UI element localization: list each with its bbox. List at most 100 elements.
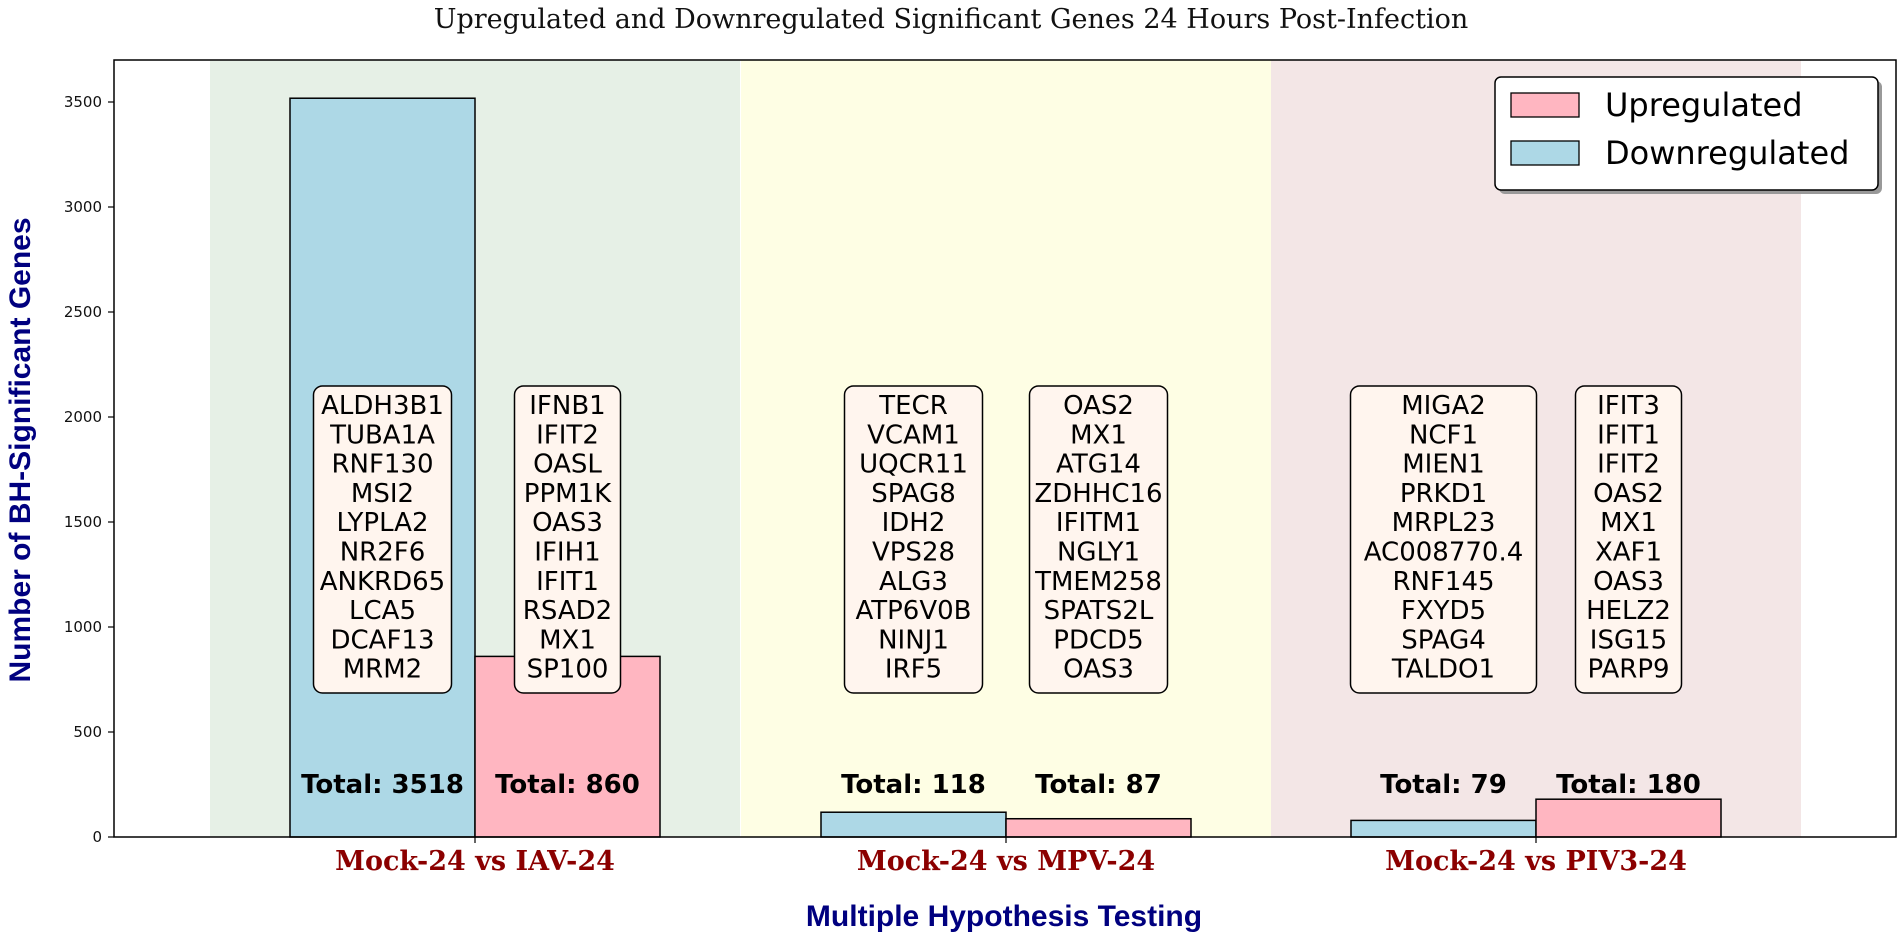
gene-list-box [843, 385, 984, 694]
bar-downregulated [820, 811, 1007, 838]
x-category-label: Mock-24 vs MPV-24 [857, 846, 1155, 877]
gene-label: PARP9 [1587, 655, 1669, 685]
gene-list-box [312, 385, 453, 694]
gene-label: VCAM1 [867, 420, 960, 450]
legend-label: Upregulated [1605, 86, 1803, 124]
gene-list-box [1028, 385, 1169, 694]
gene-label: PRKD1 [1400, 479, 1487, 509]
bar-upregulated [1535, 798, 1722, 838]
gene-list-box [1574, 385, 1683, 694]
gene-label: ATP6V0B [855, 596, 971, 626]
gene-label: OAS3 [1593, 567, 1664, 597]
x-axis: Mock-24 vs IAV-24 Mock-24 vs MPV-24 Mock-2… [335, 837, 1687, 877]
gene-label: SPATS2L [1044, 596, 1154, 626]
gene-label: NCF1 [1409, 420, 1478, 450]
gene-label: ISG15 [1590, 625, 1667, 655]
gene-label: DCAF13 [331, 625, 435, 655]
total-label: Total: 118 [841, 770, 986, 800]
gene-label: TUBA1A [329, 420, 435, 450]
total-label: Total: 860 [495, 770, 640, 800]
bar-downregulated [1350, 819, 1537, 838]
gene-label: MRPL23 [1392, 508, 1496, 538]
gene-label: AC008770.4 [1364, 538, 1524, 568]
gene-label: NR2F6 [340, 538, 426, 568]
gene-label: OAS3 [1063, 655, 1134, 685]
gene-label: VPS28 [872, 538, 955, 568]
gene-label: PPM1K [524, 479, 612, 509]
legend-box [1494, 76, 1879, 191]
x-category-label: Mock-24 vs PIV3-24 [1385, 846, 1687, 877]
gene-label: IFIT2 [1597, 450, 1660, 480]
gene-list-box [513, 385, 622, 694]
gene-label: LYPLA2 [336, 508, 428, 538]
gene-label: IFIT3 [1597, 391, 1660, 421]
gene-label: RNF130 [331, 450, 433, 480]
gene-label: MX1 [1600, 508, 1657, 538]
gene-label: LCA5 [349, 596, 416, 626]
gene-label: ZDHHC16 [1034, 479, 1162, 509]
gene-label: IFIT1 [536, 567, 599, 597]
gene-label: IFIT1 [1597, 420, 1660, 450]
gene-label: IFIH1 [534, 538, 600, 568]
total-label: Total: 180 [1556, 770, 1701, 800]
y-tick-label: 0 [92, 828, 102, 846]
gene-label: NINJ1 [878, 625, 949, 655]
gene-label: HELZ2 [1586, 596, 1671, 626]
gene-label: MX1 [539, 625, 596, 655]
plot-frame [113, 59, 1897, 838]
gene-label: FXYD5 [1401, 596, 1486, 626]
gene-label: ANKRD65 [320, 567, 445, 597]
gene-label: RSAD2 [523, 596, 612, 626]
y-tick-label: 2500 [64, 303, 102, 321]
gene-label: NGLY1 [1057, 538, 1140, 568]
gene-label: OAS3 [532, 508, 603, 538]
gene-label: OAS2 [1593, 479, 1664, 509]
gene-label: OAS2 [1063, 391, 1134, 421]
gene-label: XAF1 [1595, 538, 1662, 568]
gene-label: SPAG4 [1401, 625, 1486, 655]
gene-label: MX1 [1070, 420, 1127, 450]
y-tick-label: 3000 [64, 198, 102, 216]
total-label: Total: 3518 [301, 770, 464, 800]
gene-label: TALDO1 [1391, 655, 1495, 685]
y-tick-label: 3500 [64, 93, 102, 111]
x-axis-label: Multiple Hypothesis Testing [806, 900, 1202, 933]
gene-label: IFITM1 [1056, 508, 1141, 538]
y-tick-label: 500 [73, 723, 102, 741]
gene-label: IRF5 [885, 655, 942, 685]
y-tick-label: 1000 [64, 618, 102, 636]
gene-label: MIEN1 [1402, 450, 1485, 480]
gene-label: ALG3 [879, 567, 948, 597]
gene-label: ALDH3B1 [321, 391, 444, 421]
gene-label: MRM2 [343, 655, 422, 685]
legend-swatch [1510, 140, 1580, 166]
y-tick-label: 2000 [64, 408, 102, 426]
gene-label: OASL [533, 450, 602, 480]
chart-title: Upregulated and Downregulated Significan… [434, 4, 1469, 35]
category-background [741, 60, 1271, 837]
total-labels: Total: 3518 Total: 118 Total: 79 Total: 860… [301, 770, 1701, 800]
gene-label: IFIT2 [536, 420, 599, 450]
gene-label: SP100 [527, 655, 609, 685]
y-tick-label: 1500 [64, 513, 102, 531]
gene-label: PDCD5 [1053, 625, 1143, 655]
gene-label: MIGA2 [1401, 391, 1486, 421]
bar-upregulated [1005, 817, 1192, 838]
gene-boxes: ALDH3B1TUBA1ARNF130MSI2LYPLA2NR2F6ANKRD6… [312, 385, 1683, 694]
x-category-label: Mock-24 vs IAV-24 [335, 846, 615, 877]
gene-label: ATG14 [1056, 450, 1141, 480]
gene-label: TECR [878, 391, 948, 421]
gene-label: RNF145 [1392, 567, 1494, 597]
legend-label: Downregulated [1605, 134, 1849, 172]
legend-swatch [1510, 92, 1580, 118]
gene-label: TMEM258 [1034, 567, 1162, 597]
total-label: Total: 79 [1380, 770, 1507, 800]
gene-label: SPAG8 [871, 479, 956, 509]
y-axis-label: Number of BH-Significant Genes [4, 217, 37, 682]
gene-label: IDH2 [882, 508, 946, 538]
gene-label: IFNB1 [529, 391, 605, 421]
total-label: Total: 87 [1035, 770, 1162, 800]
gene-label: MSI2 [351, 479, 414, 509]
